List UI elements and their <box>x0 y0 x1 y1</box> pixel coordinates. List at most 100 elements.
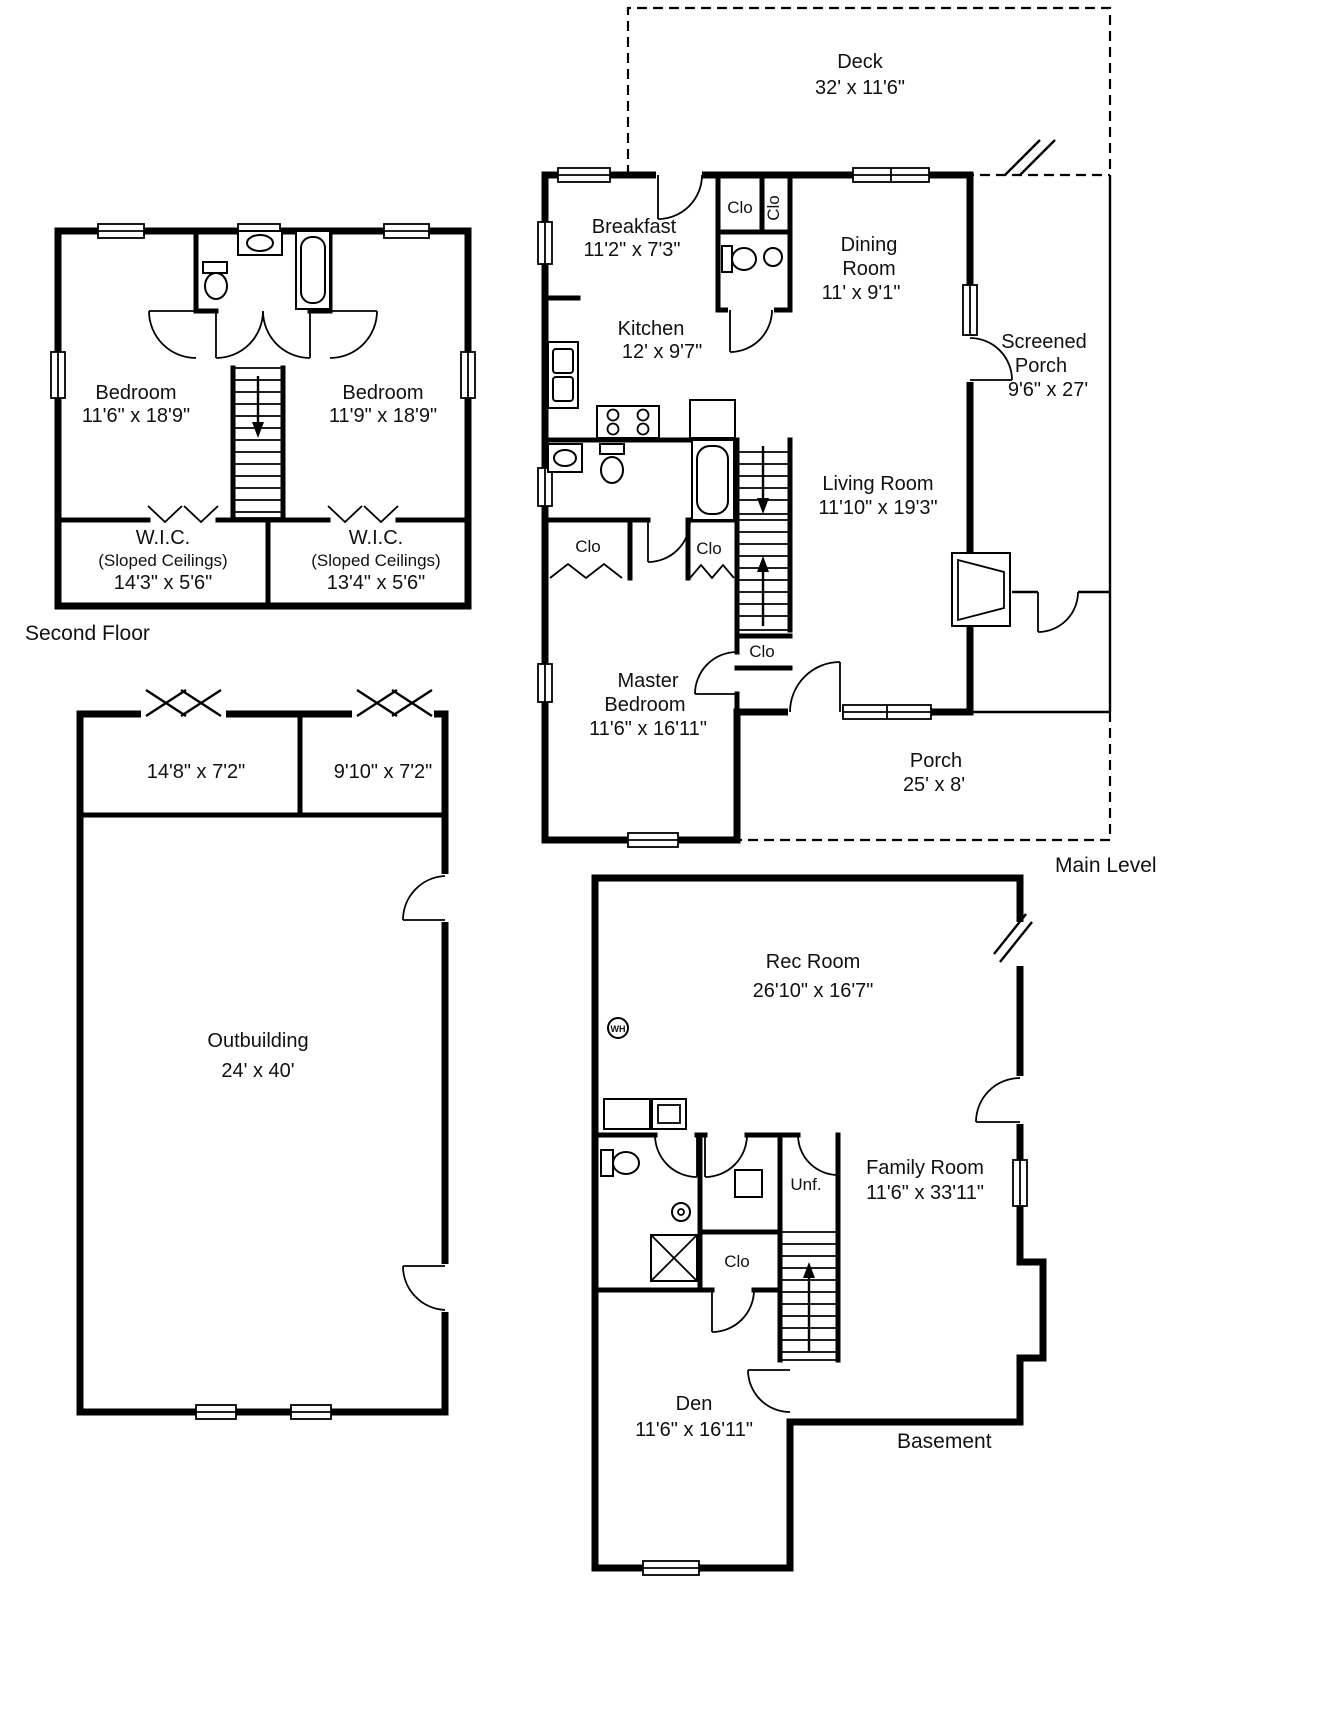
label-master-line2: Bedroom <box>604 694 685 716</box>
label-dining-dims: 11' x 9'1" <box>822 282 901 304</box>
main-level-windows <box>537 167 978 848</box>
fireplace-firebox <box>957 558 1005 622</box>
label-breakfast-name: Breakfast <box>592 216 677 238</box>
second-floor-plan: Bedroom 11'6" x 18'9" Bedroom 11'9" x 18… <box>25 223 476 645</box>
label-living-name: Living Room <box>822 473 933 495</box>
workbench-symbol <box>603 1098 651 1130</box>
toilet-symbol <box>599 443 625 455</box>
bathtub-symbol <box>300 236 326 304</box>
door-swings <box>654 1077 1021 1413</box>
door-swings <box>402 875 446 1311</box>
second-floor-stairs <box>233 367 283 519</box>
label-bedroom-left-dims: 11'6" x 18'9" <box>82 405 190 427</box>
label-dining-line2: Room <box>842 258 895 280</box>
toilet-symbol <box>731 247 757 271</box>
stair-arrow-head-up <box>757 556 769 572</box>
cooktop-symbol <box>596 405 660 439</box>
label-bedroom-right-name: Bedroom <box>342 382 423 404</box>
second-floor-labels: Bedroom 11'6" x 18'9" Bedroom 11'9" x 18… <box>25 382 441 645</box>
label-closet-c: Clo <box>575 537 601 556</box>
label-deck-name: Deck <box>837 51 884 73</box>
label-wic-left-note: (Sloped Ceilings) <box>98 551 227 570</box>
basement-fixtures <box>600 1017 763 1282</box>
label-outbuilding-dims: 24' x 40' <box>221 1060 294 1082</box>
main-level-doors <box>549 166 1079 721</box>
main-level-stairs <box>737 446 790 631</box>
label-closet-e: Clo <box>749 642 775 661</box>
fireplace-symbol <box>951 552 1011 627</box>
label-wic-right-dims: 13'4" x 5'6" <box>327 572 426 594</box>
corner-window-lines <box>993 913 1033 963</box>
label-wic-left-name: W.I.C. <box>136 527 190 549</box>
burner-icon <box>606 408 620 422</box>
toilet-symbol <box>202 261 228 274</box>
basement-exterior-walls <box>591 874 1047 1572</box>
main-level-labels: Deck 32' x 11'6" Breakfast 11'2" x 7'3" … <box>575 51 1156 877</box>
porch-outline <box>737 712 1112 842</box>
door-opening <box>436 874 454 922</box>
shower-symbol <box>650 1234 698 1282</box>
label-kitchen-dims: 12' x 9'7" <box>622 341 702 363</box>
second-floor-bathroom-fixtures <box>202 230 331 310</box>
label-den-dims: 11'6" x 16'11" <box>635 1419 753 1441</box>
sink-symbol <box>677 1208 685 1216</box>
label-family-room-name: Family Room <box>866 1157 984 1179</box>
label-rec-room-dims: 26'10" x 16'7" <box>753 980 874 1002</box>
kitchen-sink-symbol <box>552 376 574 402</box>
label-screened-porch-dims: 9'6" x 27' <box>1008 379 1088 401</box>
basement-title: Basement <box>897 1430 992 1453</box>
outbuilding-exterior-walls <box>76 710 449 1416</box>
label-kitchen-name: Kitchen <box>618 318 685 340</box>
kitchen-sink-symbol <box>552 348 574 374</box>
door-opening <box>1011 1076 1029 1124</box>
label-screened-porch-line2: Porch <box>1015 355 1067 377</box>
label-wic-right-name: W.I.C. <box>349 527 403 549</box>
door-opening <box>436 1264 454 1312</box>
label-outbuilding-name: Outbuilding <box>207 1030 308 1052</box>
label-bedroom-right-dims: 11'9" x 18'9" <box>329 405 437 427</box>
stair-arrow-head-down <box>757 498 769 514</box>
opening-break-marks <box>145 688 433 718</box>
basement-interior-walls <box>592 1132 841 1363</box>
second-floor-doors <box>147 310 399 524</box>
basement-openings <box>642 913 1033 1576</box>
label-breakfast-dims: 11'2" x 7'3" <box>583 239 680 261</box>
refrigerator-symbol <box>689 399 736 439</box>
sump-symbol <box>734 1169 763 1198</box>
door-opening <box>656 166 702 184</box>
label-basement-closet: Clo <box>724 1252 750 1271</box>
main-level-fixtures <box>547 245 1011 627</box>
label-dining-line1: Dining <box>841 234 898 256</box>
label-family-room-dims: 11'6" x 33'11" <box>866 1182 984 1204</box>
window-pane-lines <box>643 1160 1021 1569</box>
toilet-symbol <box>721 245 733 273</box>
bifold-closet-doors <box>147 505 399 524</box>
door-swings <box>647 174 1079 713</box>
label-bedroom-left-name: Bedroom <box>95 382 176 404</box>
deck-stair-break <box>1004 139 1056 176</box>
door-swings <box>148 310 378 359</box>
label-outbuilding-left-dims: 14'8" x 7'2" <box>147 761 246 783</box>
label-deck-dims: 32' x 11'6" <box>815 77 905 99</box>
label-unfinished: Unf. <box>790 1175 821 1194</box>
burner-icon <box>636 408 650 422</box>
door-opening <box>961 336 979 382</box>
stair-arrow-head-down <box>252 422 264 438</box>
main-level-plan: Deck 32' x 11'6" Breakfast 11'2" x 7'3" … <box>537 51 1157 877</box>
burner-icon <box>636 422 650 436</box>
toilet-symbol <box>612 1151 640 1175</box>
second-floor-title: Second Floor <box>25 622 150 645</box>
toilet-symbol <box>600 1149 614 1177</box>
door-opening <box>728 301 774 319</box>
label-master-line1: Master <box>617 670 678 692</box>
label-living-dims: 11'10" x 19'3" <box>818 497 937 519</box>
outbuilding-labels: 14'8" x 7'2" 9'10" x 7'2" Outbuilding 24… <box>147 761 433 1082</box>
label-closet-b: Clo <box>764 195 783 221</box>
label-wic-left-dims: 14'3" x 5'6" <box>114 572 213 594</box>
screened-porch-walls <box>970 175 1112 714</box>
label-water-heater: WH <box>611 1024 626 1034</box>
label-screened-porch-line1: Screened <box>1001 331 1087 353</box>
label-wic-right-note: (Sloped Ceilings) <box>311 551 440 570</box>
